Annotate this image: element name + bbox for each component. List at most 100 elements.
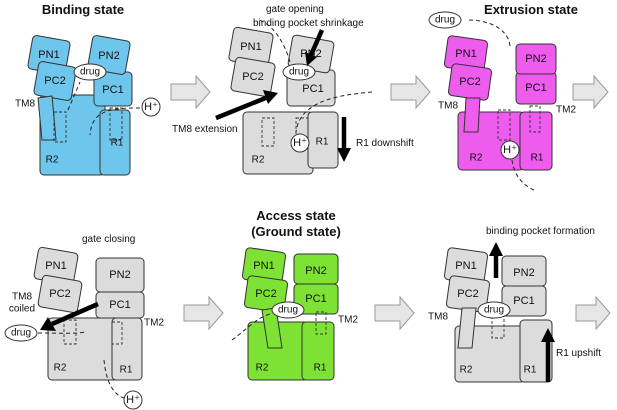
proton-path-arrow — [89, 107, 141, 136]
gate-opening-thick-arrow — [308, 29, 325, 56]
r2-label: R2 — [252, 155, 265, 166]
proton-path-arrow — [295, 91, 373, 133]
r1-label: R1 — [531, 153, 544, 164]
tm8-helix — [457, 307, 477, 349]
proton-bubble — [123, 390, 143, 410]
pc2-label: PC2 — [44, 75, 65, 87]
proton-label: H⁺ — [293, 137, 307, 149]
r1-label: R1 — [316, 137, 329, 148]
drug-bubble — [282, 63, 316, 81]
drug-label: drug — [289, 67, 309, 78]
pn2-label: PN2 — [305, 265, 326, 277]
r1-label: R1 — [314, 363, 327, 374]
pc1-label: PC1 — [109, 299, 130, 311]
r2-label: R2 — [460, 365, 473, 376]
pc1-label: PC1 — [513, 295, 534, 307]
pc1-label: PC1 — [305, 293, 326, 305]
tm-helix-outline — [261, 117, 275, 147]
transition-arrow — [390, 74, 431, 110]
pn2-label: PN2 — [98, 50, 119, 62]
drug-label: drug — [278, 305, 298, 316]
tm8-label: TM8 — [438, 101, 458, 112]
drug-path-arrow — [67, 81, 81, 111]
tm-helix-outline — [497, 109, 511, 141]
pc2-label: PC2 — [49, 288, 70, 300]
tm8-coiled-label-line1: TM8 — [12, 292, 32, 303]
proton-path-arrow — [103, 359, 125, 399]
tm-helix-outline — [315, 311, 327, 335]
gate-opening-label: gate opening — [266, 4, 324, 15]
drug-label: drug — [80, 67, 100, 78]
access-state-panel: Access state (Ground state) PN1 PN2 PC2 … — [231, 208, 358, 381]
r1-label: R1 — [120, 365, 133, 376]
r2-label: R2 — [54, 363, 67, 374]
intermediate-state-panel-1: gate opening binding pocket shrinkage PN… — [172, 4, 414, 175]
access-state-subtitle: (Ground state) — [251, 224, 341, 239]
access-state-title: Access state — [256, 208, 336, 223]
tm8-helix — [37, 95, 57, 141]
tm-helix-outline — [109, 107, 123, 141]
drug-label: drug — [484, 305, 504, 316]
arrowhead — [40, 317, 56, 331]
drug-path-arrow — [257, 19, 291, 63]
r1-domain — [519, 319, 553, 383]
binding-pocket-shrinkage-label: binding pocket shrinkage — [253, 18, 364, 29]
arrowhead — [337, 148, 351, 162]
tm8-coiled-thick-arrow — [51, 301, 99, 327]
pn1-label: PN1 — [253, 260, 274, 272]
r1-downshift-label: R1 downshift — [356, 138, 414, 149]
transition-arrow — [572, 74, 609, 110]
transition-arrow — [575, 295, 611, 331]
pn2-domain — [293, 253, 339, 285]
pn2-label: PN2 — [525, 53, 546, 65]
tm8-helix — [463, 97, 481, 133]
transition-arrow — [170, 74, 211, 110]
r1-domain — [301, 321, 335, 381]
pc2-label: PC2 — [457, 288, 478, 300]
transition-arrow — [183, 295, 224, 331]
drug-label: drug — [435, 15, 455, 26]
tm2-label: TM2 — [338, 315, 358, 326]
pn1-label: PN1 — [38, 49, 59, 61]
pc2-label: PC2 — [242, 71, 263, 83]
tm8-helix — [261, 307, 283, 349]
tm-helix-outline — [53, 111, 67, 143]
pn1-label: PN1 — [240, 41, 261, 53]
pc2-label: PC2 — [255, 288, 276, 300]
r1-domain — [519, 111, 553, 171]
pn2-label: PN2 — [109, 269, 130, 281]
proton-path-arrow — [511, 159, 535, 191]
pc2-label: PC2 — [459, 76, 480, 88]
drug-bubble — [428, 11, 462, 29]
intermediate-state-panel-3: binding pocket formation PN1 PN2 PC2 PC1… — [428, 226, 601, 383]
tm2-label: TM2 — [144, 318, 164, 329]
extrusion-state-title: Extrusion state — [484, 2, 578, 17]
r1-label: R1 — [524, 365, 537, 376]
drug-path-arrow — [231, 313, 271, 341]
r2-label: R2 — [256, 363, 269, 374]
binding-pocket-formation-label: binding pocket formation — [486, 226, 595, 237]
pn1-label: PN1 — [45, 260, 66, 272]
r1-domain — [99, 109, 131, 176]
tm-helix-outline — [111, 321, 123, 345]
pc2-domain — [37, 274, 83, 314]
r1-upshift-label: R1 upshift — [556, 348, 601, 359]
drug-path-arrow — [37, 331, 87, 334]
pn2-domain — [501, 255, 547, 287]
transition-arrow — [374, 295, 415, 331]
proton-label: H⁺ — [126, 394, 140, 406]
drug-bubble — [4, 324, 38, 342]
tm8-extension-label: TM8 extension — [172, 124, 238, 135]
pn2-label: PN2 — [513, 267, 534, 279]
arrowhead — [541, 328, 555, 342]
tm-helix-outline — [529, 105, 541, 133]
r2-label: R2 — [470, 153, 483, 164]
pn2-domain — [515, 43, 557, 75]
drug-bubble — [271, 301, 305, 319]
pc1-label: PC1 — [102, 84, 123, 96]
extrusion-state-panel: Extrusion state PN1 PN2 PC2 PC1 R2 R1 TM… — [428, 2, 578, 191]
pn1-label: PN1 — [455, 260, 476, 272]
gate-closing-label: gate closing — [82, 234, 135, 245]
pc1-label: PC1 — [302, 83, 323, 95]
proton-label: H⁺ — [503, 144, 517, 156]
